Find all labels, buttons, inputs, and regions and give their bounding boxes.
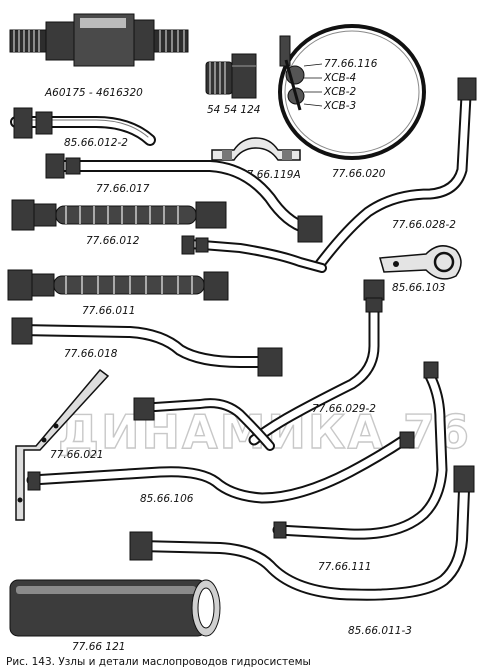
part-776602902-pipe	[248, 279, 385, 446]
part-776602-clamp-ring	[278, 24, 426, 160]
label-5454124: 54 54 124	[207, 104, 260, 116]
label-8566103: 85.66.103	[392, 282, 445, 294]
part-short-pipe	[181, 235, 327, 273]
part-85660122-pipe	[10, 107, 156, 146]
label-7766020: 77.66.020	[332, 168, 386, 180]
label-7766021: 77.66.021	[50, 449, 103, 461]
label-776602902: 77.66.029-2	[312, 403, 376, 415]
label-7766011: 77.66.011	[82, 305, 135, 317]
label-xcb2: ХСВ-2	[323, 86, 357, 98]
label-a60175: А60175 - 4616320	[44, 87, 143, 99]
part-5454124-union	[205, 53, 257, 99]
label-85660113: 85.66.011-3	[348, 625, 412, 637]
label-xcb3: ХСВ-3	[323, 100, 356, 112]
label-7766111: 77.66.111	[318, 561, 371, 573]
label-776602802: 77.66.028-2	[392, 219, 456, 231]
part-7766021-pipe	[133, 397, 275, 451]
part-7766021-bracket	[15, 368, 110, 521]
label-7766121: 77.66 121	[72, 641, 125, 653]
label-7766018: 77.66.018	[64, 348, 118, 360]
part-776602802-pipe	[314, 77, 477, 270]
part-776616-clamp-screw	[279, 35, 323, 111]
label-7766017: 77.66.017	[96, 183, 150, 195]
figure-caption: Рис. 143. Узлы и детали маслопроводов ги…	[6, 656, 311, 668]
label-85660122: 85.66.012-2	[64, 137, 128, 149]
label-7766012: 77.66.012	[86, 235, 140, 247]
part-7766121-tube	[9, 579, 221, 637]
part-7766017-pipe	[45, 153, 323, 243]
label-xcb4: ХСВ-4	[323, 72, 356, 84]
part-7766012-hose	[11, 199, 227, 231]
part-7766018-pipe	[11, 317, 283, 377]
part-a60175-fitting	[9, 13, 189, 67]
part-85660113-pipe	[129, 465, 475, 601]
part-7766011-hose	[7, 269, 229, 301]
label-8566106: 85.66.106	[140, 493, 194, 505]
part-8566103-clip	[379, 245, 462, 280]
label-7766116: 77.66.116	[324, 58, 378, 70]
part-7766119a-bracket	[211, 137, 301, 161]
part-7766111-pipe	[272, 361, 448, 540]
part-8566106-pipe	[26, 431, 415, 504]
